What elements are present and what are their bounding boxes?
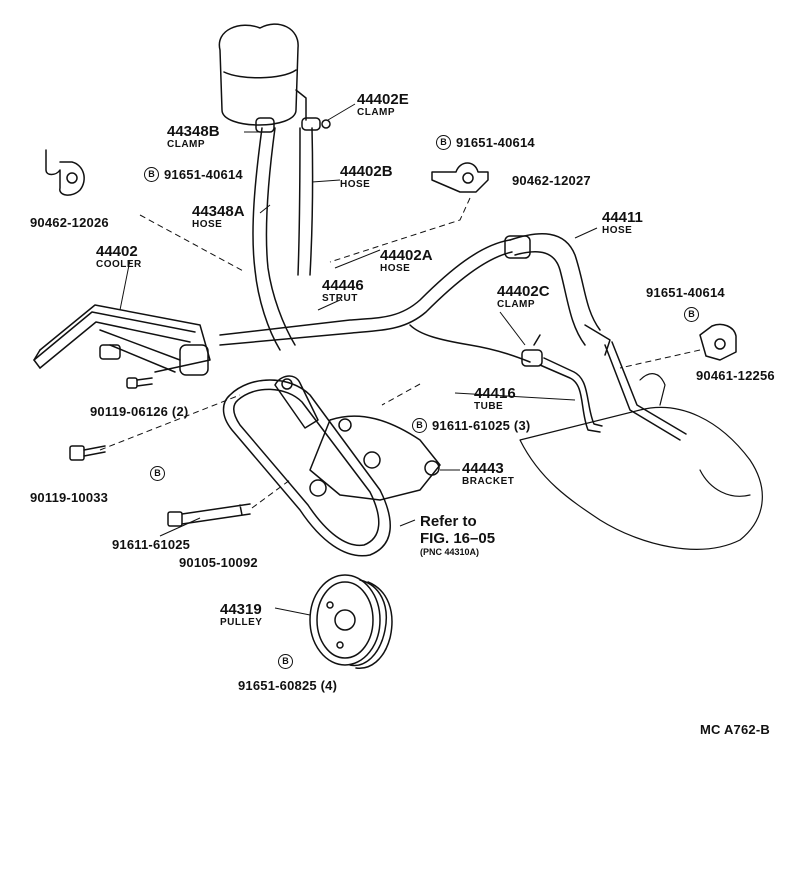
label-90119-06126: 90119-06126 (2) (90, 404, 189, 419)
label-44443: 44443 BRACKET (462, 461, 514, 487)
part-name: CLAMP (497, 299, 536, 310)
strut-44446-drawing (274, 375, 319, 429)
label-90119-10033: 90119-10033 (30, 490, 109, 505)
badge-b: B (412, 418, 427, 433)
part-number: 91651-60825 (4) (238, 678, 338, 693)
label-91611-61025: 91611-61025 (112, 537, 191, 552)
part-number: 91651-40614 (164, 167, 243, 182)
hose-44402b-drawing (297, 127, 314, 276)
label-44416: 44416 TUBE (474, 386, 516, 412)
badge-b-91611-left: B (150, 466, 165, 482)
label-90462-12026: 90462-12026 (30, 215, 109, 230)
clamp-90461-drawing (699, 323, 737, 361)
part-name: PULLEY (220, 617, 263, 628)
badge-b: B (684, 307, 699, 323)
clamp-90462-12026-drawing (45, 149, 85, 196)
label-44319: 44319 PULLEY (220, 602, 262, 628)
part-name: HOSE (602, 225, 633, 236)
part-number: 44402B (340, 163, 393, 180)
label-44402b: 44402B HOSE (340, 164, 393, 190)
bolt-90105-drawing (167, 503, 251, 527)
refer-line3: (PNC 44310A) (420, 547, 480, 557)
part-number: 91651-40614 (646, 285, 725, 300)
label-44411: 44411 HOSE (602, 210, 643, 236)
steering-gear-outline (519, 373, 763, 550)
cooler-44402-drawing (33, 304, 211, 376)
diagram-code: MC A762-B (700, 722, 770, 737)
label-90461-12256: 90461-12256 (696, 368, 775, 383)
label-44402a: 44402A HOSE (380, 248, 433, 274)
label-91651-40614-right: 91651-40614 B (646, 286, 725, 323)
part-number: 91651-40614 (456, 135, 535, 150)
hose-44402a-drawing (219, 239, 531, 363)
label-90462-12027: 90462-12027 (512, 173, 591, 188)
part-number: 44348A (192, 203, 245, 220)
label-44348a: 44348A HOSE (192, 204, 245, 230)
label-refer-fig: Refer to FIG. 16–05 (PNC 44310A) (420, 514, 495, 557)
part-number: 44402 (96, 243, 138, 260)
reservoir-tank (218, 23, 307, 126)
label-90105-10092: 90105-10092 (179, 555, 258, 570)
part-number: 91611-61025 (3) (432, 418, 531, 433)
badge-b: B (436, 135, 451, 150)
part-name: COOLER (96, 259, 142, 270)
part-name: CLAMP (167, 139, 206, 150)
hose-44348a-drawing (252, 127, 296, 351)
part-number: 44402E (357, 91, 409, 108)
drive-belt-drawing (222, 379, 391, 557)
label-91651-60825: B 91651-60825 (4) (238, 654, 337, 692)
label-91651-40614-left: B 91651-40614 (144, 167, 243, 182)
part-number: 44416 (474, 385, 516, 402)
part-name: HOSE (192, 219, 223, 230)
part-name: HOSE (340, 179, 371, 190)
part-name: HOSE (380, 263, 411, 274)
clamp-90462-12027-drawing (431, 162, 489, 193)
label-44402-cooler: 44402 COOLER (96, 244, 142, 270)
tube-44416-drawing (539, 341, 687, 441)
part-name: CLAMP (357, 107, 396, 118)
badge-b: B (144, 167, 159, 182)
part-number: 44443 (462, 460, 504, 477)
badge-b: B (150, 466, 165, 482)
label-91611-61025-3: B 91611-61025 (3) (412, 418, 530, 433)
label-44402e: 44402E CLAMP (357, 92, 409, 118)
part-name: STRUT (322, 293, 358, 304)
label-44348b: 44348B CLAMP (167, 124, 220, 150)
bolt-90119-06126-drawing (126, 377, 153, 389)
badge-b: B (278, 654, 293, 670)
label-44402c: 44402C CLAMP (497, 284, 550, 310)
part-name: BRACKET (462, 476, 515, 487)
bracket-44443-drawing (309, 415, 441, 501)
part-name: TUBE (474, 401, 504, 412)
label-91651-40614-top: B 91651-40614 (436, 135, 535, 150)
part-number: 44319 (220, 601, 262, 618)
part-number: 44411 (602, 209, 643, 226)
part-number: 44348B (167, 123, 220, 140)
refer-line1: Refer to (420, 513, 477, 530)
part-number: 44446 (322, 277, 364, 294)
pulley-44319-drawing (309, 574, 393, 669)
part-number: 44402A (380, 247, 433, 264)
refer-line2: FIG. 16–05 (420, 530, 496, 547)
clamp-44402e-drawing (301, 117, 331, 131)
clamp-44402c-drawing (521, 334, 543, 367)
label-44446: 44446 STRUT (322, 278, 364, 304)
part-number: 44402C (497, 283, 550, 300)
bolt-90119-10033-drawing (69, 445, 106, 461)
